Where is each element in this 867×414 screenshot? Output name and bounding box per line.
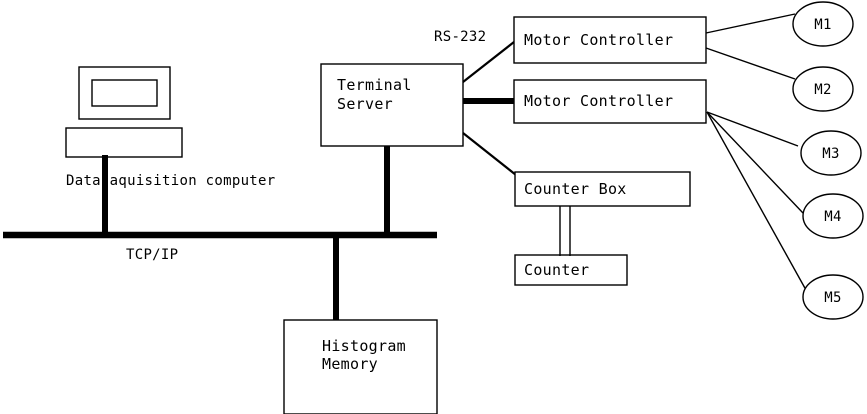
terminal-server-label-line2: Server	[337, 95, 393, 113]
motor-node-m2	[792, 66, 854, 112]
monitor-screen	[91, 79, 158, 107]
terminal-server-label-line1: Terminal	[337, 76, 412, 94]
counter-box-box	[514, 171, 691, 207]
motor-controller-2-label: Motor Controller	[524, 92, 674, 110]
rs232-link-label: RS-232	[434, 29, 487, 45]
counter-label: Counter	[524, 261, 590, 279]
motor-node-m5	[802, 274, 864, 320]
motor-controller-2-to-m3-link	[706, 111, 799, 147]
counter-box-label: Counter Box	[524, 180, 627, 198]
histogram-memory-label-line2: Memory	[322, 355, 378, 373]
motor-node-m3	[800, 130, 862, 176]
rs232-link-line	[462, 41, 515, 83]
terminal-server-box	[320, 63, 464, 147]
motor-controller-1-to-m1-link	[705, 13, 796, 34]
computer-base-box	[65, 127, 183, 158]
motor-node-m4	[802, 193, 864, 239]
motor-label-m4: M4	[824, 209, 842, 225]
histogram-memory-box	[283, 319, 438, 414]
motor-controller-1-box	[513, 16, 707, 64]
motor-node-m1	[792, 1, 854, 47]
motor-controller-1-to-m2-link	[705, 47, 796, 80]
histogram-memory-label-line1: Histogram	[322, 337, 406, 355]
motor-controller-2-to-m5-link	[706, 111, 807, 291]
motor-label-m2: M2	[814, 82, 832, 98]
counter-box	[514, 254, 628, 286]
motor-controller-2-to-m4-link	[706, 111, 804, 214]
terminal-server-to-counter-box-link	[462, 132, 517, 176]
motor-controller-2-box	[513, 79, 707, 124]
tcpip-bus-label: TCP/IP	[126, 247, 179, 263]
motor-label-m5: M5	[824, 290, 842, 306]
data-acquisition-computer-caption: Data aquisition computer	[66, 173, 276, 189]
motor-controller-1-label: Motor Controller	[524, 31, 674, 49]
motor-label-m3: M3	[822, 146, 840, 162]
motor-label-m1: M1	[814, 17, 832, 33]
